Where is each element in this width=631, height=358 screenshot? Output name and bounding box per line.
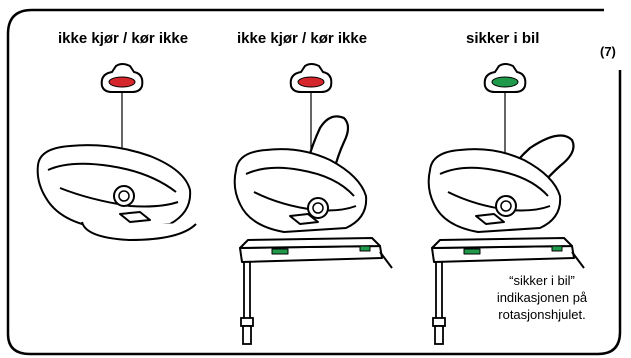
panel-2-title: ikke kjør / kør ikke: [237, 30, 368, 47]
rotation-wheel-2: [307, 197, 329, 219]
panel-3-illustration: [427, 63, 585, 345]
caption-line-2: indikasjonen på: [496, 290, 588, 305]
support-leg-2: [240, 261, 254, 345]
indicator-badge-unsafe-2: [289, 63, 333, 93]
rotation-wheel-3: [495, 195, 517, 217]
car-seat-shell-2: [233, 148, 368, 233]
panel-1-title: ikke kjør / kør ikke: [58, 30, 189, 47]
car-seat-shell-3: [427, 148, 562, 233]
caption-line-1: “sikker i bil”: [509, 273, 575, 288]
car-seat-shell-1: [36, 144, 197, 241]
panel-3-title: sikker i bil: [466, 30, 540, 47]
indicator-light: [297, 76, 325, 88]
isofix-base-2: [239, 237, 393, 269]
panel-1-illustration: [36, 63, 197, 241]
diagram-frame: [6, 8, 622, 356]
step-number: (7): [600, 44, 616, 59]
safe-indicator-caption: “sikker i bil” indikasjonen på rotasjons…: [472, 272, 612, 323]
indicator-badge-unsafe-1: [100, 63, 144, 93]
support-leg-3: [432, 261, 446, 345]
isofix-base-3: [431, 237, 585, 269]
rotation-wheel-1: [113, 185, 135, 207]
panel-2-illustration: [233, 63, 393, 345]
caption-line-3: rotasjonshjulet.: [498, 307, 586, 322]
indicator-light: [491, 76, 519, 88]
indicator-light: [108, 76, 136, 88]
indicator-badge-safe-3: [483, 63, 527, 93]
